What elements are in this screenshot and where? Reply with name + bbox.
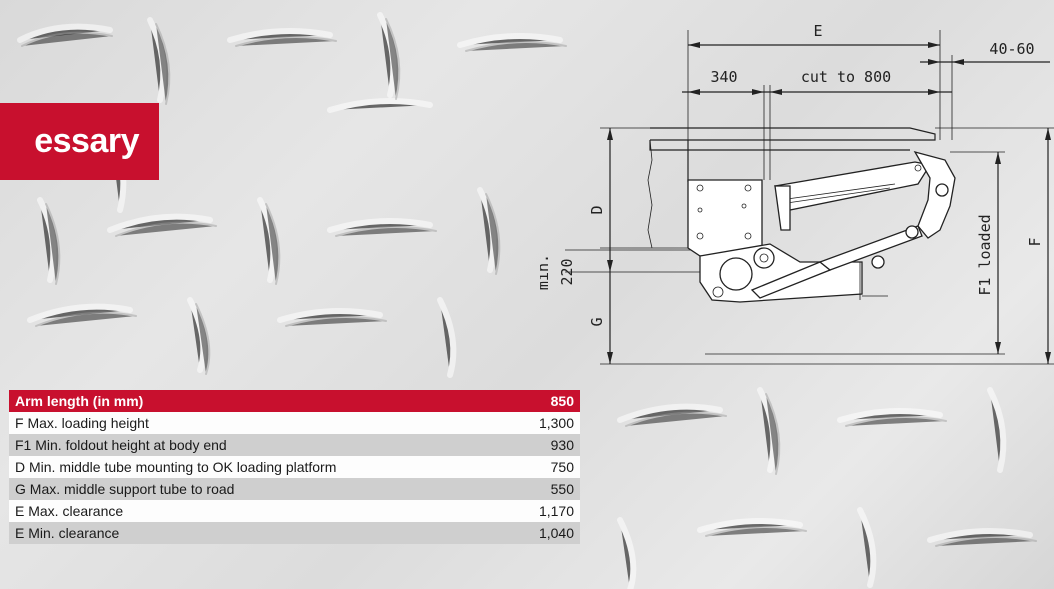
header-label: Arm length (in mm) [9, 390, 510, 412]
dimension-offset: 40-60 [920, 40, 1050, 140]
dimension-cut: 340 cut to 800 [682, 68, 952, 180]
table-row: D Min. middle tube mounting to OK loadin… [9, 456, 580, 478]
label-cut-length: cut to 800 [801, 68, 891, 86]
label-e: E [813, 22, 822, 40]
vehicle-body [600, 127, 936, 249]
row-label: G Max. middle support tube to road [9, 478, 510, 500]
dimension-f: F [935, 127, 1054, 364]
row-label: E Max. clearance [9, 500, 510, 522]
label-clearance-offset: 40-60 [989, 40, 1034, 58]
table-row: G Max. middle support tube to road 550 [9, 478, 580, 500]
header-value: 850 [509, 390, 580, 412]
row-label: E Min. clearance [9, 522, 510, 544]
dimension-d: D [588, 128, 613, 272]
table-row: E Min. clearance 1,040 [9, 522, 580, 544]
row-value: 750 [509, 456, 580, 478]
row-label: F Max. loading height [9, 412, 510, 434]
table-header-row: Arm length (in mm) 850 [9, 390, 580, 412]
row-value: 1,170 [509, 500, 580, 522]
row-label: F1 Min. foldout height at body end [9, 434, 510, 456]
table-row: F1 Min. foldout height at body end 930 [9, 434, 580, 456]
label-left-offset: 340 [710, 68, 737, 86]
technical-drawing: E 40-60 340 cut to 800 D [540, 22, 1054, 365]
dimension-g: G [588, 272, 1054, 365]
dimension-e: E [687, 22, 941, 140]
dimension-f1: F1 loaded [950, 151, 1005, 354]
dimension-min: min. 220 [540, 249, 720, 290]
row-value: 1,040 [509, 522, 580, 544]
section-banner: essary [0, 103, 159, 180]
mounting-plate [687, 179, 763, 257]
spec-table: Arm length (in mm) 850 F Max. loading he… [9, 390, 580, 544]
hydraulic-cylinder [750, 225, 923, 299]
label-f: F [1026, 237, 1044, 246]
table-row: E Max. clearance 1,170 [9, 500, 580, 522]
row-value: 1,300 [509, 412, 580, 434]
table-row: F Max. loading height 1,300 [9, 412, 580, 434]
banner-text: essary [34, 122, 139, 160]
label-min-value: 220 [558, 258, 576, 285]
row-value: 930 [509, 434, 580, 456]
row-value: 550 [509, 478, 580, 500]
lower-frame [699, 243, 888, 303]
support-arm [773, 150, 956, 239]
label-d: D [588, 205, 606, 214]
label-min: min. [540, 254, 552, 290]
label-f1: F1 loaded [976, 214, 994, 295]
row-label: D Min. middle tube mounting to OK loadin… [9, 456, 510, 478]
label-g: G [588, 317, 606, 326]
